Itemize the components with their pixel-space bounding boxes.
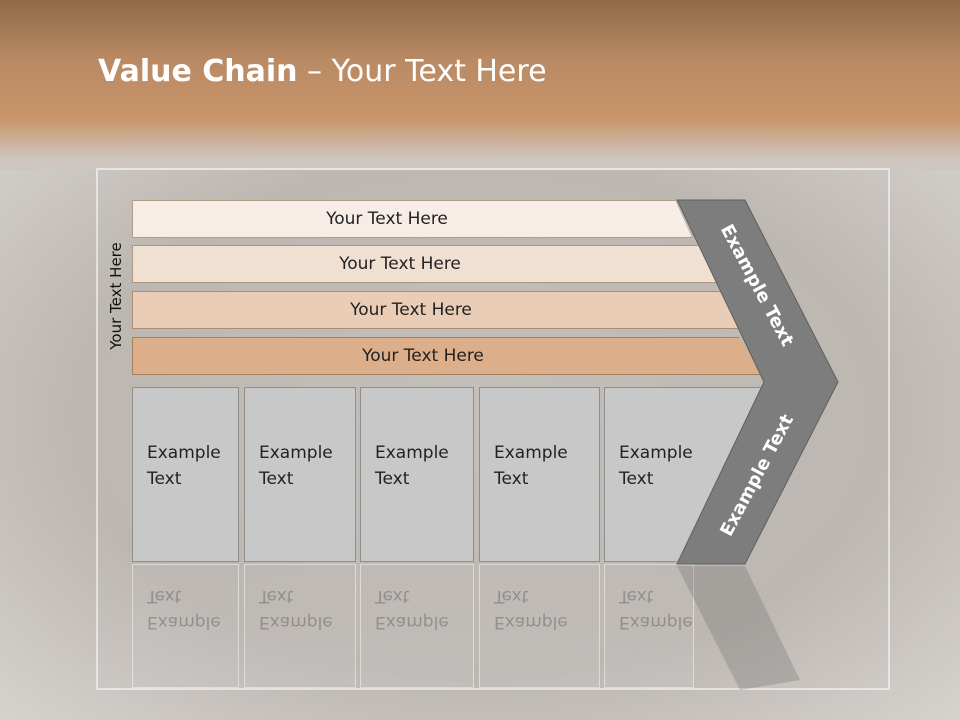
title-rest: – Your Text Here <box>297 54 547 89</box>
chevron-shape[interactable] <box>676 199 839 565</box>
bar-4[interactable]: Your Text Here <box>132 337 764 375</box>
bar-4-text: Your Text Here <box>362 346 484 366</box>
box-2-text: Example Text <box>259 443 333 489</box>
box-3-text: Example Text <box>375 443 449 489</box>
title-bold: Value Chain <box>98 54 298 89</box>
box-4[interactable]: Example Text <box>479 387 600 562</box>
board-frame <box>96 168 890 690</box>
bar-2[interactable]: Your Text Here <box>132 245 718 283</box>
bar-1[interactable]: Your Text Here <box>132 200 692 238</box>
box-5-text: Example Text <box>619 443 693 489</box>
bar-3[interactable]: Your Text Here <box>132 291 740 329</box>
bar-3-text: Your Text Here <box>350 300 472 320</box>
box-4-text: Example Text <box>494 443 568 489</box>
box-1-text: Example Text <box>147 443 221 489</box>
box-2[interactable]: Example Text <box>244 387 356 562</box>
slide-title[interactable]: Value Chain – Your Text Here <box>98 54 547 89</box>
chevron-reflection <box>677 566 800 690</box>
box-1[interactable]: Example Text <box>132 387 239 562</box>
bar-1-text: Your Text Here <box>326 209 448 229</box>
bar-2-text: Your Text Here <box>339 254 461 274</box>
box-3[interactable]: Example Text <box>360 387 474 562</box>
